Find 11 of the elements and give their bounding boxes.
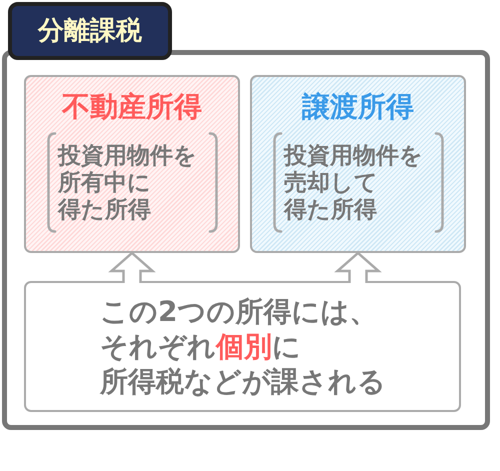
- note-box: [24, 281, 461, 412]
- card-text: 投資用物件を売却して得た所得: [284, 143, 423, 224]
- block-arrow: [334, 251, 382, 284]
- note-text: この2つの所得には、それぞれ個別に所得税などが課される: [100, 294, 386, 399]
- title-tab: 分離課税: [8, 2, 172, 60]
- block-arrow: [108, 251, 156, 284]
- card-title: 譲渡所得: [300, 90, 415, 124]
- category-card: [250, 75, 466, 253]
- card-title: 不動産所得: [60, 90, 203, 124]
- card-text: 投資用物件を所有中に得た所得: [58, 143, 197, 224]
- category-card: [24, 75, 240, 253]
